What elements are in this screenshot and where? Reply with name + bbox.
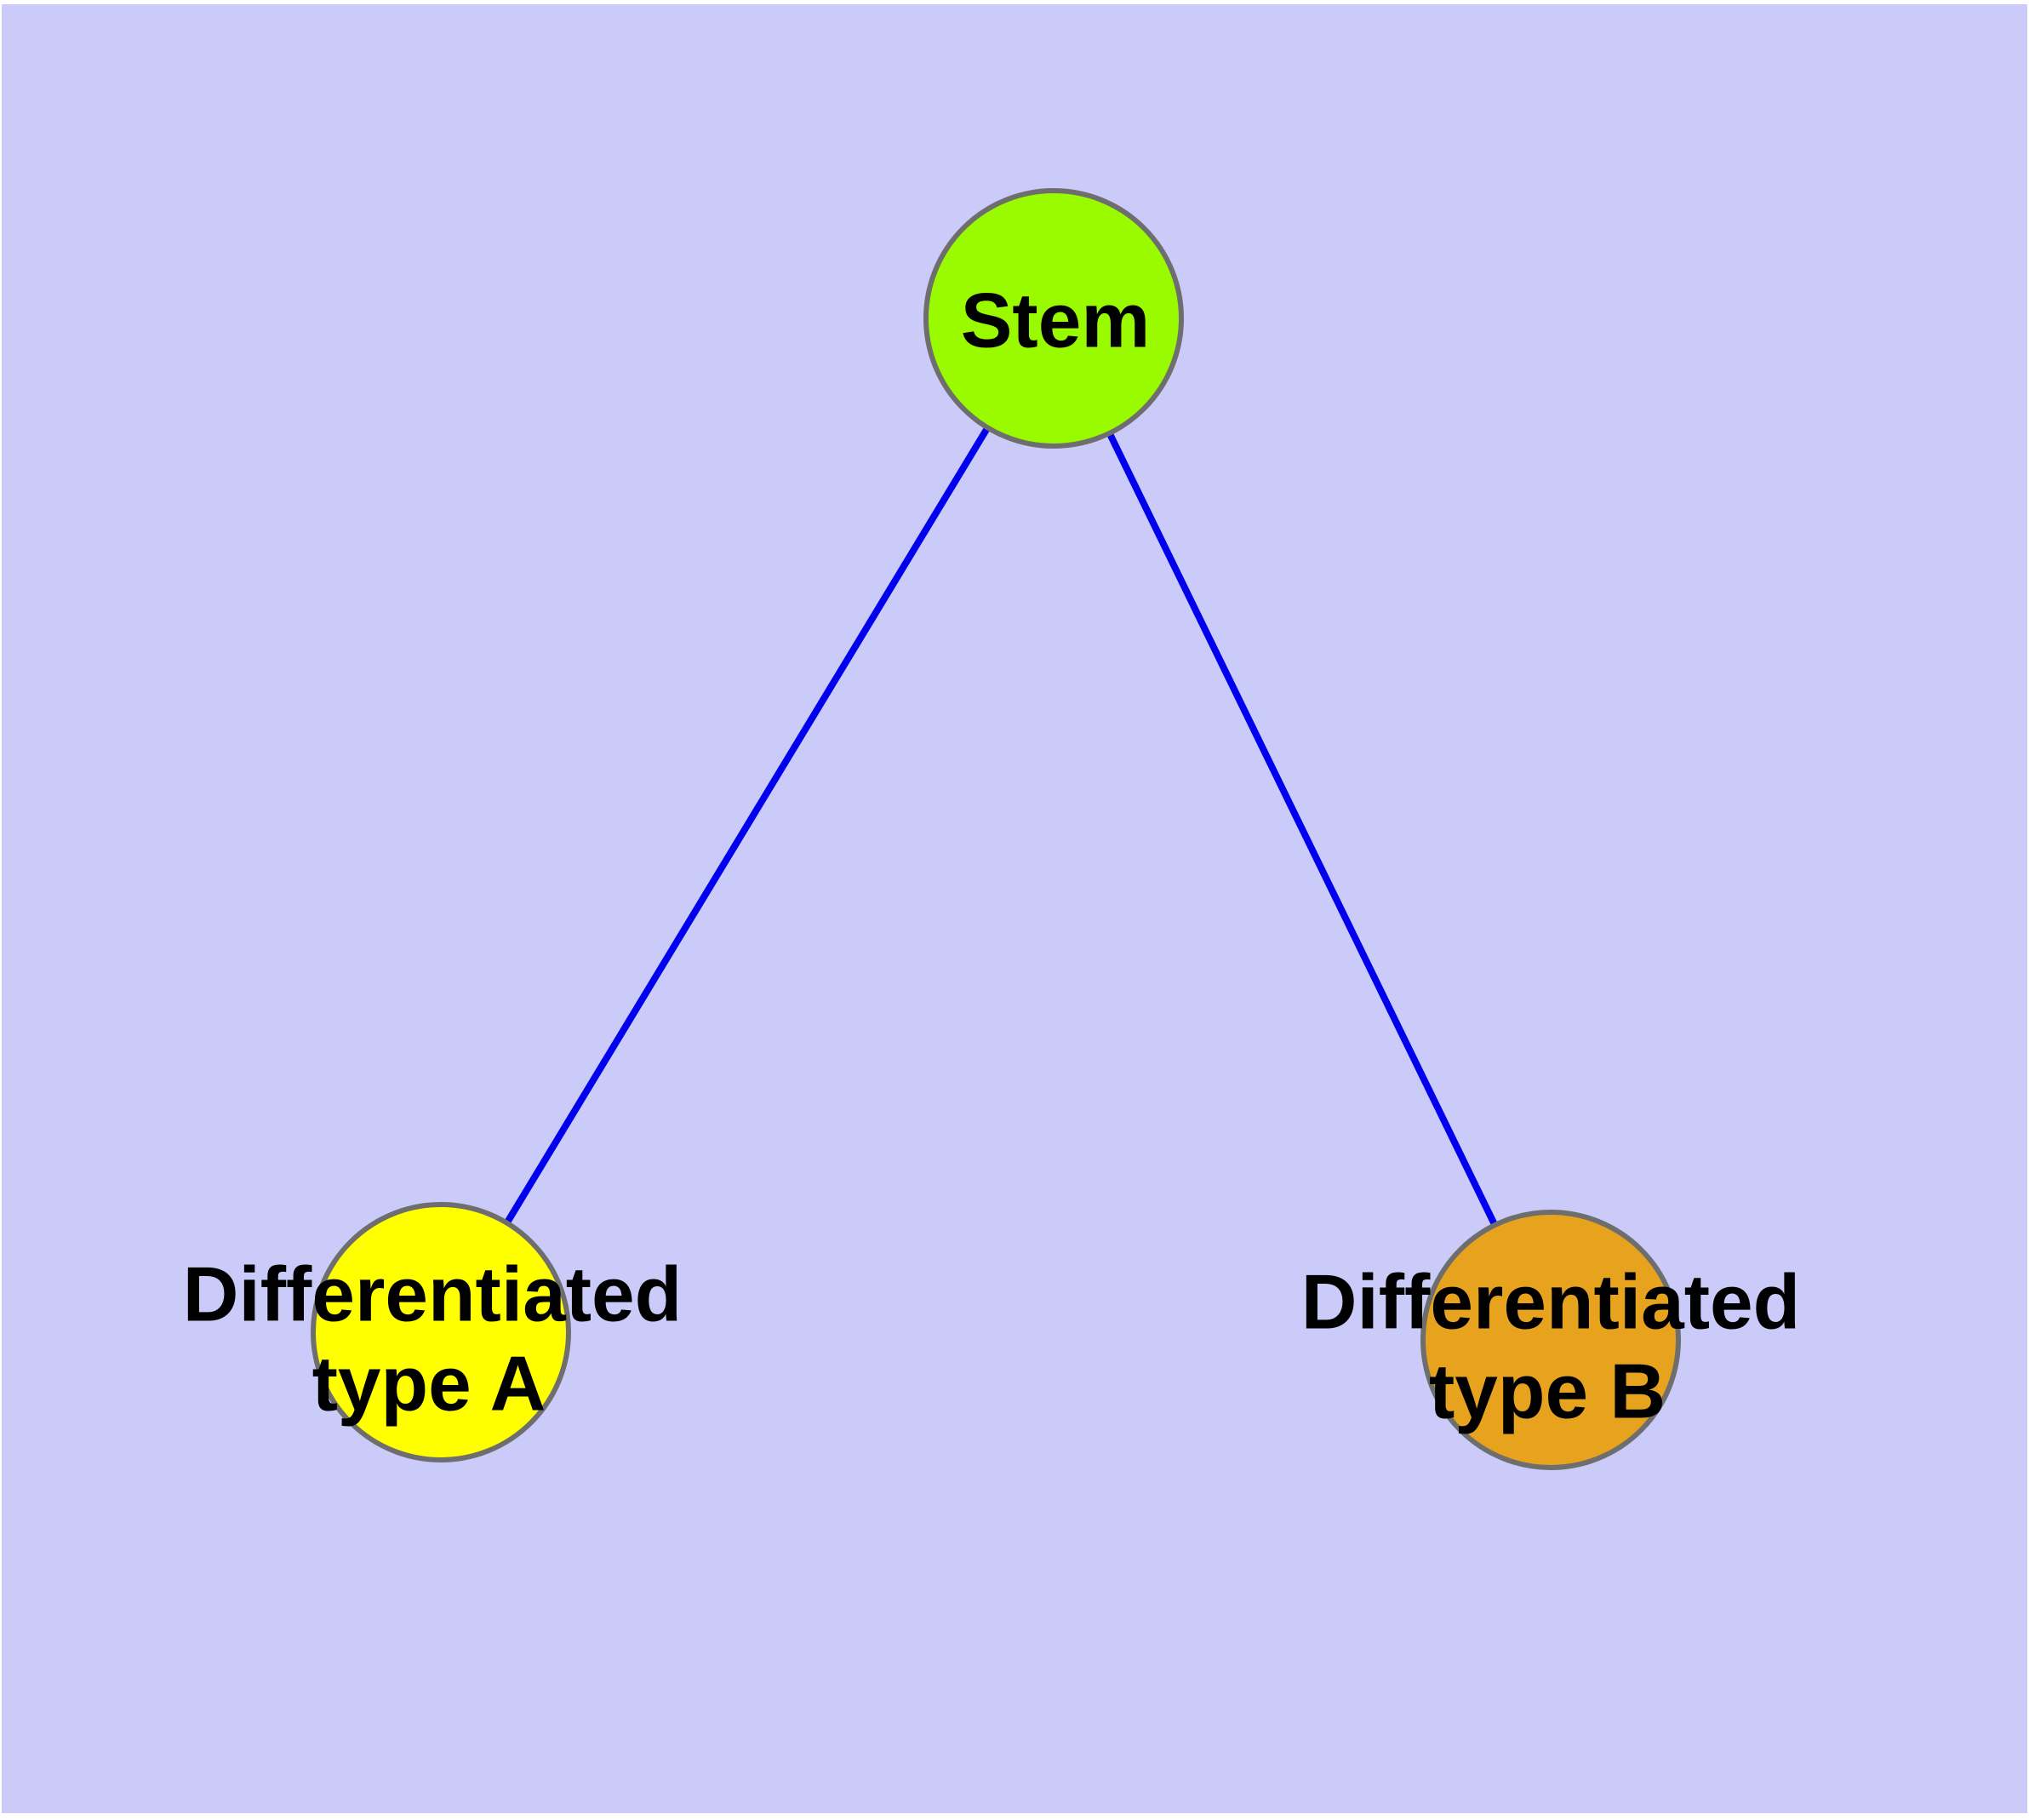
node-stem-label: Stem xyxy=(961,278,1151,364)
node-stem-circle[interactable] xyxy=(923,188,1184,449)
node-type-a-label-line2: type A xyxy=(312,1342,546,1428)
edge-stem-to-type-b xyxy=(1050,317,1554,1342)
node-type-a-circle[interactable] xyxy=(311,1202,571,1462)
edge-stem-to-type-a xyxy=(437,316,1057,1335)
node-type-a-label-line1: Differentiated xyxy=(183,1252,683,1338)
node-type-b-circle[interactable] xyxy=(1420,1210,1681,1470)
node-type-b-label-line1: Differentiated xyxy=(1301,1260,1801,1346)
node-type-b-label-line2: type B xyxy=(1429,1349,1666,1435)
